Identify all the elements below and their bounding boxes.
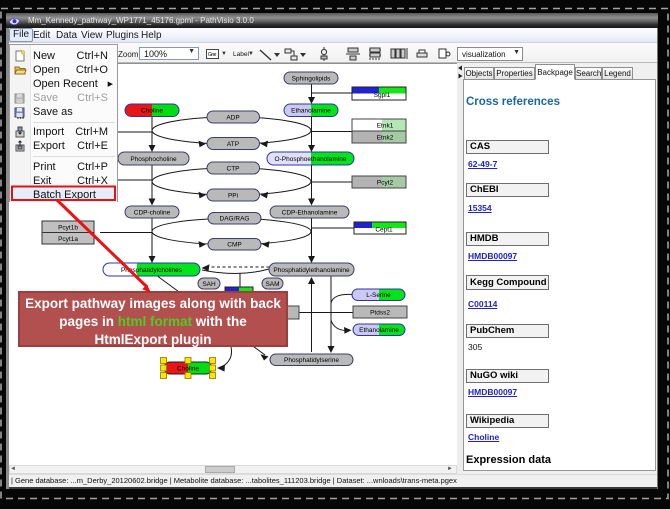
svg-text:Ethanolamine: Ethanolamine <box>359 327 399 334</box>
svg-text:SAH: SAH <box>202 281 216 288</box>
svg-text:Phosphatidylethanolamine: Phosphatidylethanolamine <box>273 267 350 274</box>
svg-text:Pcyt1b: Pcyt1b <box>58 225 78 232</box>
svg-text:pages in html format with the: pages in html format with the <box>59 314 247 329</box>
svg-text:Ethanolamine: Ethanolamine <box>291 108 331 115</box>
svg-text:Export pathway images along wi: Export pathway images along with back <box>25 296 281 311</box>
svg-text:Choline: Choline <box>141 108 163 115</box>
svg-text:Pcyt2: Pcyt2 <box>377 180 394 187</box>
svg-text:Phosphocholine: Phosphocholine <box>130 156 177 163</box>
svg-text:Ptdss2: Ptdss2 <box>370 310 390 317</box>
svg-text:Cept1: Cept1 <box>375 227 393 234</box>
svg-text:Phosphatidylserine: Phosphatidylserine <box>284 357 339 364</box>
svg-text:PPi: PPi <box>228 193 238 200</box>
svg-text:HtmlExport plugin: HtmlExport plugin <box>95 332 212 347</box>
svg-text:CDP-choline: CDP-choline <box>134 210 171 217</box>
svg-text:CDP-Ethanolamine: CDP-Ethanolamine <box>282 210 338 217</box>
svg-text:L-Serine: L-Serine <box>366 292 391 299</box>
svg-text:SAM: SAM <box>265 281 279 288</box>
svg-text:Etnk1: Etnk1 <box>377 123 394 130</box>
svg-text:CMP: CMP <box>227 242 241 249</box>
svg-text:Sphingolipids: Sphingolipids <box>292 76 331 83</box>
svg-text:DAG/RAG: DAG/RAG <box>220 216 250 223</box>
svg-text:Phosphatidylcholines: Phosphatidylcholines <box>121 267 183 274</box>
svg-text:CTP: CTP <box>227 166 240 173</box>
svg-text:Etnk2: Etnk2 <box>377 135 394 142</box>
svg-text:ATP: ATP <box>227 141 239 148</box>
svg-text:Sgpl1: Sgpl1 <box>374 92 391 99</box>
svg-text:ADP: ADP <box>226 115 239 122</box>
svg-text:Pcyt1a: Pcyt1a <box>58 236 78 243</box>
svg-text:O-Phosphoethanolamine: O-Phosphoethanolamine <box>275 156 347 163</box>
svg-text:Choline: Choline <box>177 366 199 373</box>
